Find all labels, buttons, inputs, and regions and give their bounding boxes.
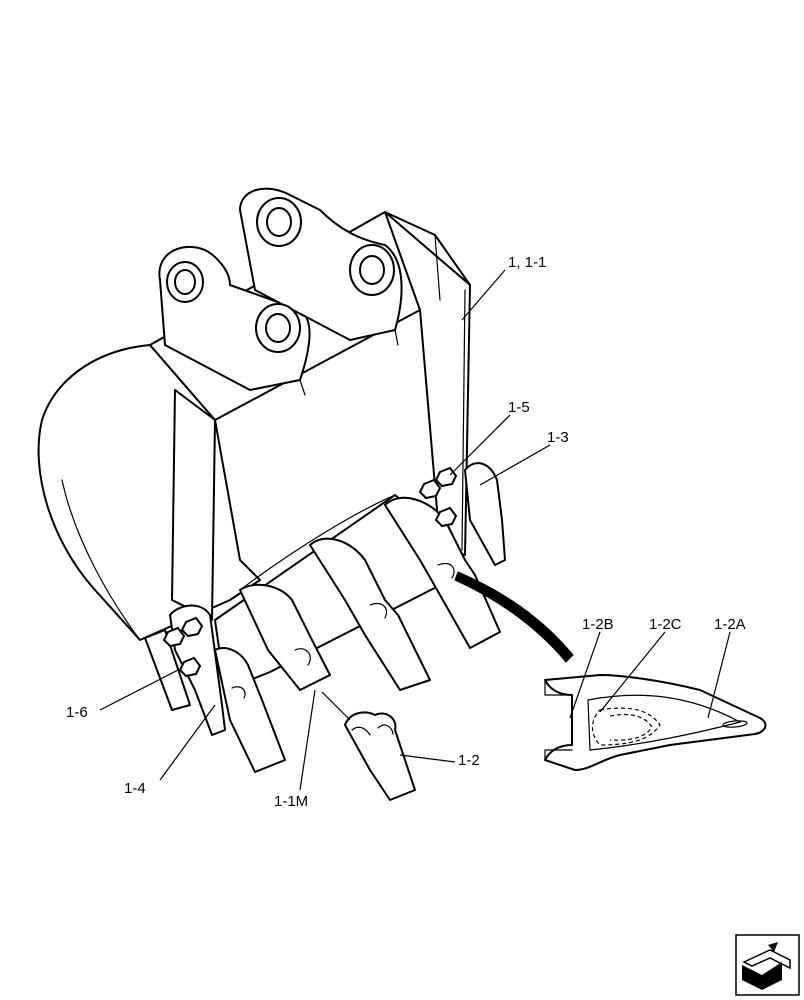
label-detail-pin: 1-2C: [649, 616, 682, 633]
callout-labels: 1, 1-1 1-5 1-3 1-6 1-4 1-1M 1-2 1-2B 1-2…: [66, 254, 746, 810]
bolt-1-5-right-mid: [418, 478, 442, 500]
bolt-1-5-left-upper: [162, 626, 186, 648]
side-cutter-right: [418, 462, 506, 566]
label-bolt-lower: 1-6: [66, 704, 88, 721]
bolt-1-5-right-lower: [434, 506, 458, 528]
label-side-cutter-left: 1-4: [124, 780, 146, 797]
label-main-bucket: 1, 1-1: [508, 254, 546, 271]
bolt-1-5-right-upper: [434, 466, 458, 488]
label-adapter: 1-1M: [274, 793, 308, 810]
label-side-cutter-right: 1-3: [547, 429, 569, 446]
label-detail-tooth: 1-2A: [714, 616, 746, 633]
label-tooth-point: 1-2: [458, 752, 480, 769]
side-cutter-left: [144, 604, 226, 736]
detail-tooth-assembly: [544, 674, 767, 771]
leader-lines: [99, 269, 731, 791]
bolt-1-5-left-upper-b: [180, 616, 204, 638]
label-bolt-upper: 1-5: [508, 399, 530, 416]
label-detail-adapter: 1-2B: [582, 616, 614, 633]
next-page-arrow-icon[interactable]: [735, 934, 800, 996]
detail-arrow: [454, 571, 574, 663]
bolt-1-6: [178, 656, 202, 678]
mounting-bracket: [149, 187, 471, 621]
tooth-point-exploded: [344, 711, 416, 801]
adapter-teeth-row: [214, 496, 501, 773]
